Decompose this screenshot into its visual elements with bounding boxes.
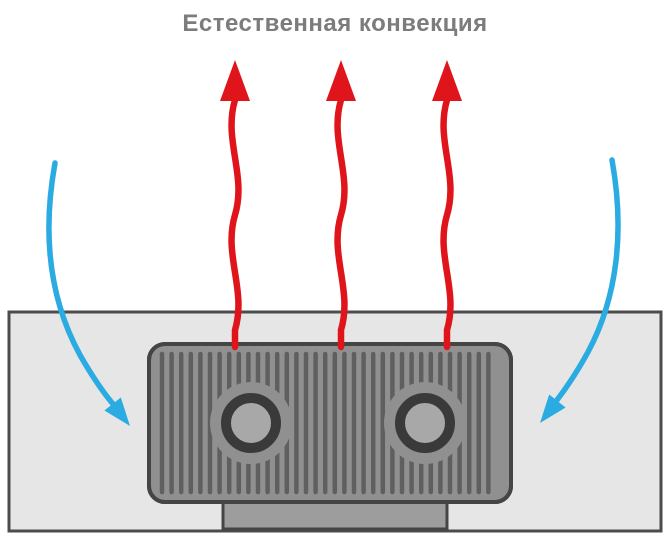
pipe-right [395,393,455,453]
cold-air-arrow-right [540,157,621,423]
diagram-title: Естественная конвекция [182,10,488,37]
hot-arrow-shaft [228,96,242,351]
hot-arrow-shaft [334,96,348,351]
cold-arrow-shaft [554,157,621,403]
cold-arrow-head [540,394,566,423]
hot-air-arrow-right [432,60,462,351]
convector-outline [147,342,513,504]
hot-air-arrow-center [326,60,356,351]
cold-arrow-head [104,397,130,426]
hot-arrow-head [220,60,250,101]
pipe-left [221,393,281,453]
cold-air-arrow-left [46,160,130,426]
hot-arrow-head [326,60,356,101]
hot-arrow-head [432,60,462,101]
cold-arrow-shaft [46,160,116,407]
hot-arrow-shaft [440,96,454,351]
convector-fins [159,351,491,495]
hot-air-arrow-left [220,60,250,351]
